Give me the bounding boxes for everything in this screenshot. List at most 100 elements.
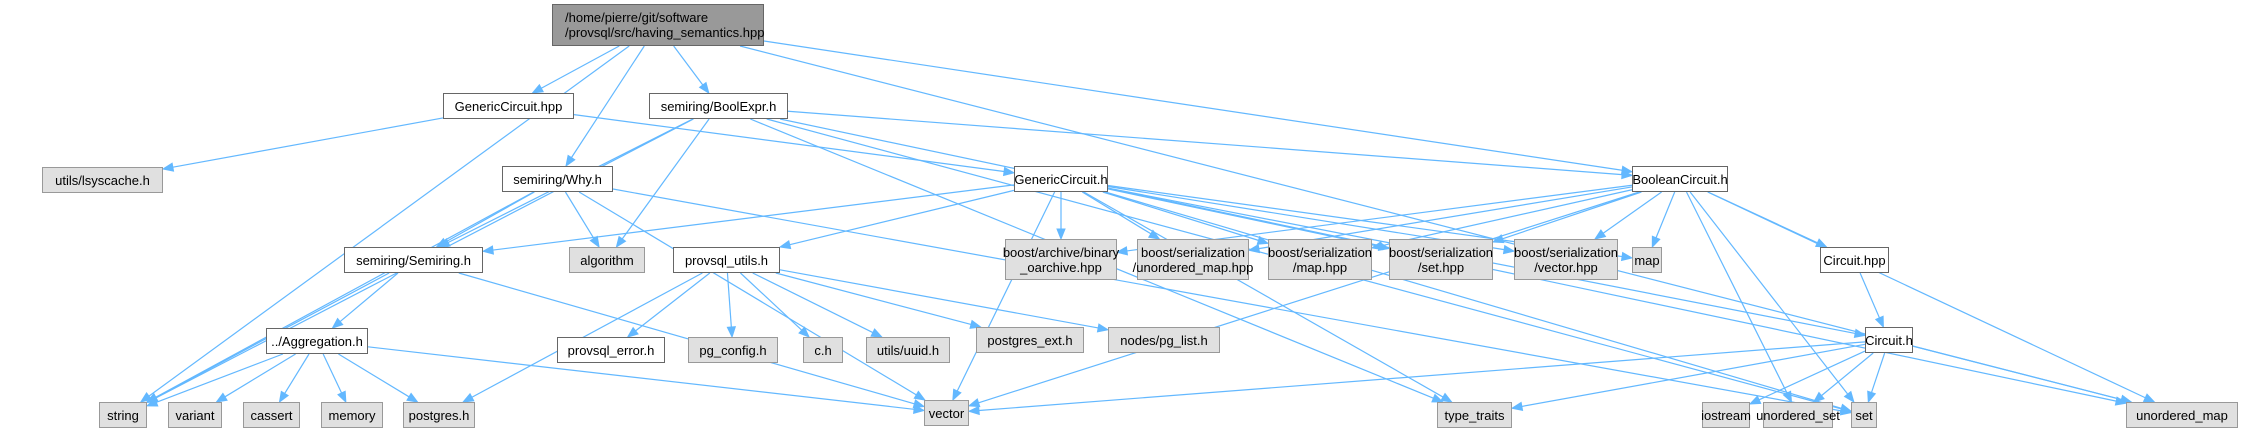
edge-circuit_h-to-vector [978, 341, 1866, 412]
node-type-traits: type_traits [1437, 402, 1512, 428]
arrowhead-boolean_circuit_h-to-boost_map [1370, 240, 1384, 251]
arrowhead-generic_circuit_h-to-vector [952, 388, 962, 402]
arrowhead-aggregation_h-to-postgres_h [406, 392, 419, 403]
edge-boolean_circuit_h-to-boost_set [1502, 191, 1642, 240]
node-vector: vector [924, 400, 969, 426]
node-genericcircuit-hpp[interactable]: GenericCircuit.hpp [443, 93, 574, 119]
edge-aggregation_h-to-string [156, 353, 284, 403]
edge-circuit_h-to-set [1870, 352, 1886, 393]
node-unordered-set: unordered_set [1756, 402, 1840, 428]
edge-root-to-bool_expr_h [673, 45, 704, 86]
arrowhead-aggregation_h-to-memory [337, 390, 347, 404]
edge-generic_circuit_h-to-boost_unordered_map [1082, 191, 1152, 235]
edge-boolean_circuit_h-to-map [1655, 191, 1676, 238]
arrowhead-boolean_circuit_h-to-circuit_hpp [1814, 238, 1828, 248]
edge-semiring_h-to-vector [458, 272, 915, 405]
arrowhead-generic_circuit_h-to-boost_binary_oarchive [1056, 228, 1066, 241]
node-boost-serialization-unordered-map: boost/serialization /unordered_map.hpp [1133, 239, 1253, 280]
edge-circuit_h-to-type_traits [1521, 343, 1866, 408]
arrowhead-circuit_h-to-type_traits [1510, 401, 1524, 412]
node-provsql-error-h[interactable]: provsql_error.h [557, 337, 665, 363]
edge-boolean_circuit_h-to-unordered_map [1707, 191, 2146, 399]
node-unordered-map: unordered_map [2126, 402, 2238, 428]
arrowhead-why_h-to-vector [913, 390, 927, 401]
edge-boolean_circuit_h-to-boost_vector [1602, 191, 1662, 234]
arrowhead-root-to-why_h [565, 154, 576, 168]
arrowhead-boolean_circuit_h-to-set [1843, 390, 1855, 404]
node-set: set [1851, 402, 1877, 428]
edge-generic_circuit_h-to-boost_map [1102, 191, 1259, 241]
arrowhead-generic_circuit_h-to-type_traits [1440, 392, 1453, 403]
node-postgres-ext-h: postgres_ext.h [976, 327, 1084, 353]
node-provsql-utils-h[interactable]: provsql_utils.h [673, 247, 780, 273]
edge-generic_circuit_h-to-semiring_h [492, 184, 1015, 251]
arrowhead-root-to-generic_circuit_hpp [531, 83, 544, 94]
node-semiring-why-h[interactable]: semiring/Why.h [502, 166, 613, 192]
arrowhead-circuit_h-to-iostream [1748, 395, 1762, 405]
edge-circuit_h-to-unordered_map [1912, 345, 2122, 401]
node-booleancircuit-h[interactable]: BooleanCircuit.h [1632, 166, 1728, 192]
arrowhead-boolean_circuit_h-to-boost_binary_oarchive [1115, 246, 1129, 256]
node-semiring-semiring-h[interactable]: semiring/Semiring.h [344, 247, 483, 273]
edge-generic_circuit_h-to-boost_set [1107, 188, 1380, 247]
node-memory: memory [321, 402, 383, 428]
edge-provsql_utils_h-to-provsql_error_h [635, 272, 711, 332]
edge-circuit_h-to-iostream [1758, 350, 1866, 401]
arrowhead-semiring_h-to-aggregation_h [331, 317, 344, 329]
edge-semiring_h-to-aggregation_h [339, 272, 399, 323]
arrowhead-aggregation_h-to-vector [913, 404, 926, 414]
edge-aggregation_h-to-vector [367, 346, 915, 410]
arrowhead-circuit_h-to-set [1867, 390, 1877, 404]
arrowhead-provsql_utils_h-to-uuid_h [870, 328, 883, 338]
edge-provsql_utils_h-to-c_h [740, 272, 803, 331]
node-postgres-h: postgres.h [403, 402, 475, 428]
arrowhead-generic_circuit_hpp-to-generic_circuit_h [1002, 166, 1016, 177]
arrowhead-aggregation_h-to-variant [215, 392, 228, 403]
edge-aggregation_h-to-cassert [284, 353, 310, 394]
node-circuit-hpp[interactable]: Circuit.hpp [1820, 247, 1889, 273]
node-circuit-h[interactable]: Circuit.h [1865, 327, 1913, 353]
edge-boolean_circuit_h-to-boost_map [1381, 189, 1633, 247]
edge-why_h-to-semiring_h [445, 191, 535, 243]
arrowhead-generic_circuit_h-to-map [1620, 251, 1634, 262]
arrowhead-aggregation_h-to-string [145, 397, 159, 407]
arrowhead-why_h-to-algorithm [589, 235, 600, 249]
arrowhead-generic_circuit_h-to-boost_vector [1502, 244, 1516, 255]
arrowhead-provsql_utils_h-to-pg_list_h [1096, 323, 1110, 333]
edge-generic_circuit_hpp-to-generic_circuit_h [573, 114, 1005, 173]
arrowhead-generic_circuit_h-to-circuit_h [1853, 328, 1867, 338]
node-string: string [99, 402, 147, 428]
edge-circuit_h-to-unordered_set [1821, 352, 1874, 397]
node-boost-serialization-set: boost/serialization /set.hpp [1389, 239, 1493, 280]
arrowhead-provsql_utils_h-to-pg_config_h [726, 326, 737, 339]
node-c-h: c.h [803, 337, 843, 363]
edge-generic_circuit_h-to-type_traits [1083, 191, 1444, 398]
arrowhead-bool_expr_h-to-algorithm [615, 235, 627, 249]
node-aggregation-h[interactable]: ../Aggregation.h [266, 328, 368, 354]
edge-why_h-to-vector [578, 191, 917, 396]
node-semiring-boolexpr-h[interactable]: semiring/BoolExpr.h [649, 93, 788, 119]
node-pg-config-h: pg_config.h [688, 337, 778, 363]
node-genericcircuit-h[interactable]: GenericCircuit.h [1014, 166, 1108, 192]
arrowhead-boolean_circuit_h-to-unordered_set [1782, 390, 1793, 404]
arrowhead-provsql_utils_h-to-provsql_error_h [626, 326, 639, 338]
arrowhead-provsql_utils_h-to-c_h [798, 326, 811, 338]
edge-why_h-to-set [612, 188, 1842, 412]
arrowhead-boolean_circuit_h-to-boost_set [1491, 234, 1505, 244]
edge-boolean_circuit_h-to-unordered_set [1685, 191, 1788, 394]
edge-generic_circuit_h-to-vector [956, 191, 1056, 392]
edge-aggregation_h-to-memory [322, 353, 343, 394]
arrowhead-circuit_hpp-to-circuit_h [1874, 315, 1884, 329]
arrowhead-boolean_circuit_h-to-vector [967, 398, 981, 408]
node-boost-serialization-map: boost/serialization /map.hpp [1268, 239, 1372, 280]
arrowhead-generic_circuit_h-to-provsql_utils_h [778, 239, 792, 250]
arrowhead-boolean_circuit_h-to-boost_vector [1593, 229, 1607, 240]
arrowhead-root-to-bool_expr_h [698, 81, 710, 95]
edge-provsql_utils_h-to-pg_config_h [726, 272, 732, 328]
arrowhead-bool_expr_h-to-type_traits [1431, 393, 1444, 403]
arrowhead-generic_circuit_hpp-to-lsyscache_h [161, 162, 175, 172]
node-nodes-pg-list-h: nodes/pg_list.h [1108, 327, 1220, 353]
edge-generic_circuit_h-to-set [1105, 191, 1842, 409]
edge-bool_expr_h-to-boolean_circuit_h [787, 110, 1623, 176]
arrowhead-boolean_circuit_h-to-map [1651, 235, 1661, 249]
